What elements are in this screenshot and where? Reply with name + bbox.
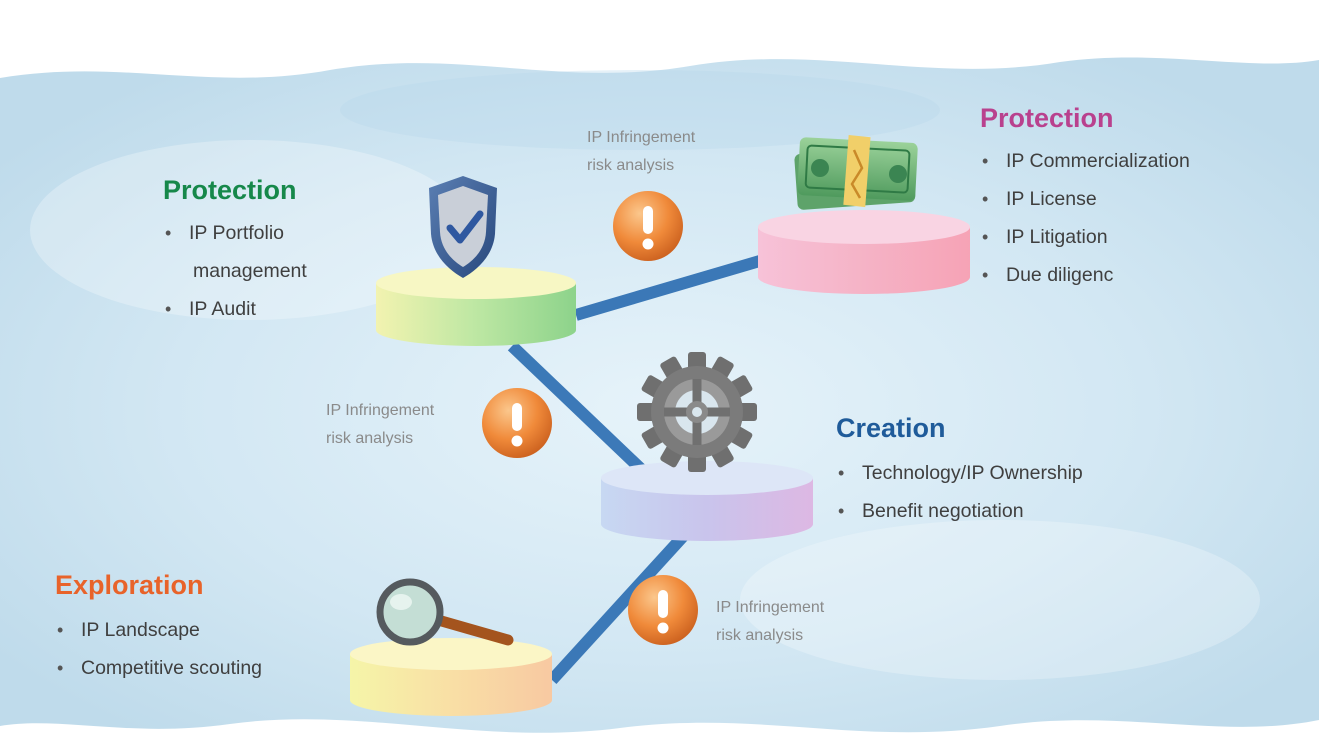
- exclamation-icon: [613, 191, 683, 261]
- list-item: IP Audit: [163, 290, 307, 328]
- risk-note-line: IP Infringement: [716, 599, 825, 616]
- stage-creation: Creation Technology/IP Ownership Benefit…: [836, 413, 1083, 530]
- list-item: IP License: [980, 180, 1190, 218]
- list-item: Competitive scouting: [55, 649, 262, 687]
- risk-note-line: IP Infringement: [587, 129, 696, 146]
- risk-note-line: IP Infringement: [326, 402, 435, 419]
- risk-note-line: risk analysis: [587, 157, 675, 174]
- stage-title-commercialization: Protection: [980, 103, 1114, 133]
- stage-exploration: Exploration IP Landscape Competitive sco…: [55, 570, 262, 687]
- list-item: IP Commercialization: [980, 142, 1190, 180]
- stage-protection: Protection IP Portfolio management IP Au…: [163, 175, 307, 328]
- list-item-continuation: management: [193, 260, 307, 282]
- risk-note: IP Infringement risk analysis: [587, 124, 757, 180]
- exclamation-icon: [482, 388, 552, 458]
- money-stack-icon: [794, 134, 918, 210]
- gear-icon: [637, 352, 757, 472]
- stage-title-exploration: Exploration: [55, 570, 204, 600]
- list-item: Due diligenc: [980, 256, 1190, 294]
- list-item: IP Portfolio: [163, 214, 307, 252]
- list-item: Benefit negotiation: [836, 492, 1083, 530]
- stage-items-commercialization: IP Commercialization IP License IP Litig…: [980, 142, 1190, 294]
- list-item: IP Landscape: [55, 611, 262, 649]
- stage-items-exploration: IP Landscape Competitive scouting: [55, 611, 262, 687]
- list-item: Technology/IP Ownership: [836, 454, 1083, 492]
- list-item: IP Litigation: [980, 218, 1190, 256]
- platform-creation: [601, 461, 813, 541]
- stage-items-protection: IP Portfolio management IP Audit: [163, 214, 307, 328]
- shield-check-icon: [429, 176, 497, 278]
- risk-note: IP Infringement risk analysis: [716, 594, 886, 650]
- stage-commercialization: Protection IP Commercialization IP Licen…: [980, 103, 1190, 294]
- stage-title-creation: Creation: [836, 413, 946, 443]
- stage-connectors: [507, 252, 772, 685]
- platform-protection: [376, 267, 576, 346]
- risk-note: IP Infringement risk analysis: [326, 397, 496, 453]
- stage-items-creation: Technology/IP Ownership Benefit negotiat…: [836, 454, 1083, 530]
- platform-exploration: [350, 638, 552, 716]
- exclamation-icon: [628, 575, 698, 645]
- risk-note-line: risk analysis: [716, 627, 804, 644]
- platform-commercialization: [758, 210, 970, 294]
- stage-title-protection: Protection: [163, 175, 297, 205]
- risk-note-line: risk analysis: [326, 430, 414, 447]
- magnifier-icon: [376, 578, 514, 646]
